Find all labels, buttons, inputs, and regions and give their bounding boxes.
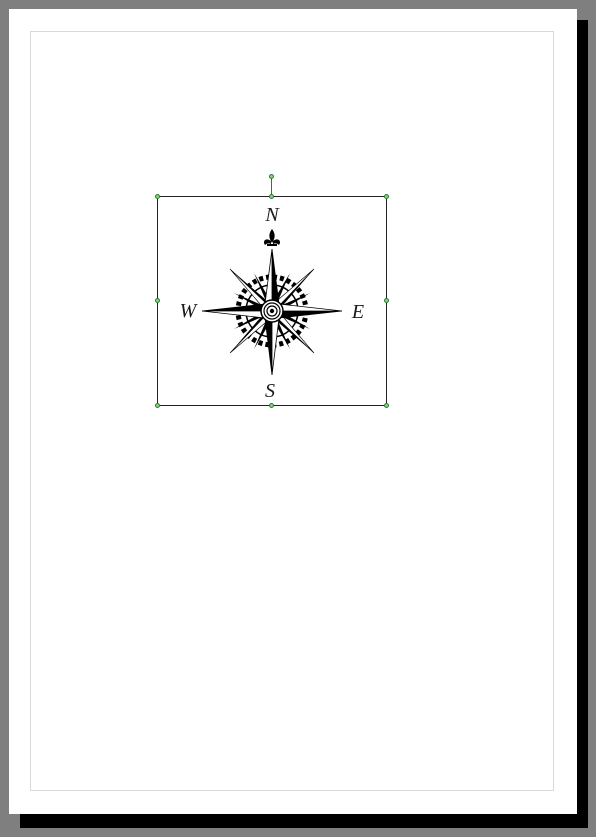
resize-handle-top-right[interactable] xyxy=(384,194,389,199)
resize-handle-bottom-left[interactable] xyxy=(155,403,160,408)
compass-rose-icon: N S E W xyxy=(180,204,364,402)
compass-rose-image[interactable]: N S E W xyxy=(157,196,387,406)
selection-frame xyxy=(157,196,387,406)
resize-handle-bottom-right[interactable] xyxy=(384,403,389,408)
rotation-handle-stem xyxy=(271,178,272,196)
rotation-handle[interactable] xyxy=(269,174,274,179)
page-margin-guide xyxy=(30,31,554,791)
resize-handle-bottom[interactable] xyxy=(269,403,274,408)
resize-handle-left[interactable] xyxy=(155,298,160,303)
compass-east-label: E xyxy=(351,301,364,323)
compass-west-label: W xyxy=(180,300,199,322)
document-page[interactable] xyxy=(9,9,577,814)
compass-north-label: N xyxy=(264,204,280,226)
resize-handle-top-left[interactable] xyxy=(155,194,160,199)
resize-handle-top[interactable] xyxy=(269,194,274,199)
resize-handle-right[interactable] xyxy=(384,298,389,303)
compass-south-label: S xyxy=(265,380,275,402)
